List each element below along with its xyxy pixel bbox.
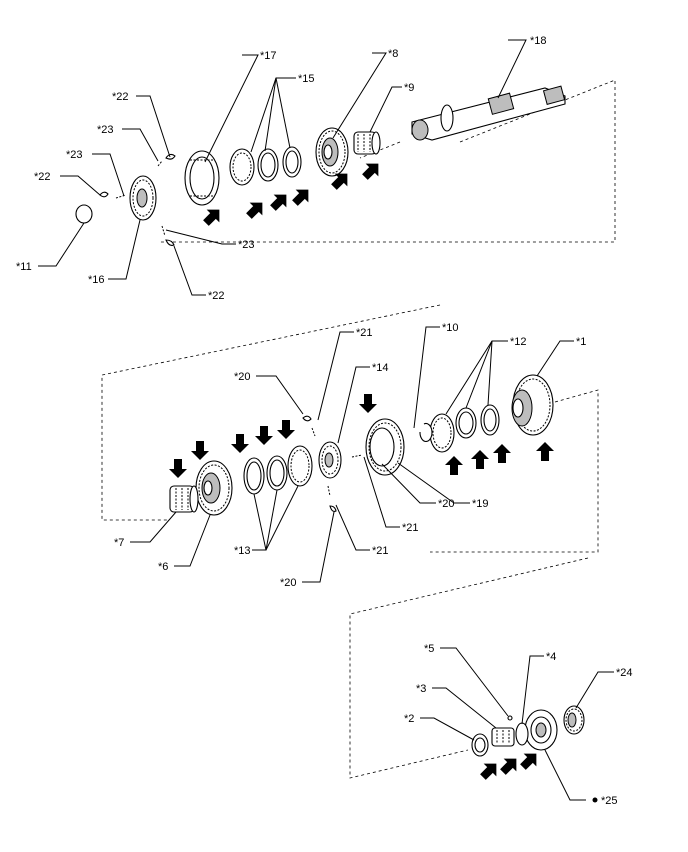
label-25: *25 [601,795,618,807]
shifting-keys-springs-middle [302,415,363,512]
ball-5 [507,715,513,721]
shaft-center-dash [359,141,401,159]
label-6: *6 [158,561,168,573]
middle-assembly-section [101,304,599,583]
snap-ring-11 [75,204,93,224]
washer-2 [471,733,489,757]
label-16: *16 [88,274,105,286]
top-panel-outline [160,79,616,243]
output-shaft [411,85,566,141]
label-18: *18 [530,35,547,47]
label-12: *12 [510,336,527,348]
label-23-a: *23 [97,124,114,136]
synchronizer-rings-12 [429,404,500,453]
gear-1 [511,374,554,436]
non-reusable-part-bullet-icon [592,797,598,803]
top-leader-lines [38,39,527,296]
label-4: *4 [546,651,556,663]
middle-panel-outline-right [430,389,599,553]
middle-leader-lines [130,326,574,583]
label-7: *7 [114,537,124,549]
synchronizer-rings-13 [243,445,313,495]
label-22-c: *22 [208,290,225,302]
label-17: *17 [260,50,277,62]
shifting-keys-springs [99,153,176,246]
grease-arrows-bottom [476,747,543,784]
clutch-hub-16 [129,175,157,221]
needle-bearing-9 [353,131,381,155]
synchronizer-rings-15 [229,146,302,186]
label-22-a: *22 [112,91,129,103]
label-9: *9 [404,82,414,94]
bottom-assembly-section [349,557,614,803]
label-24: *24 [616,667,633,679]
label-20-b: *20 [438,498,455,510]
label-2: *2 [404,713,414,725]
gear-6 [195,460,233,516]
clutch-hub-14 [318,441,342,479]
needle-bearing-3 [491,727,515,747]
gear-8 [315,127,349,177]
label-15: *15 [298,73,315,85]
snap-ring-10 [419,422,433,443]
label-23-b: *23 [66,149,83,161]
label-8: *8 [388,48,398,60]
label-20-a: *20 [234,371,251,383]
label-21-a: *21 [356,327,373,339]
label-19: *19 [472,498,489,510]
label-1: *1 [576,336,586,348]
top-assembly-section [38,39,616,296]
label-3: *3 [416,683,426,695]
label-13: *13 [234,545,251,557]
label-21-b: *21 [402,522,419,534]
label-21-c: *21 [372,545,389,557]
middle-panel-outline-left [101,304,441,521]
hub-sleeve-17 [184,150,220,206]
label-14: *14 [372,362,389,374]
part-labels: *18 *17 *15 *8 *9 *22 *23 *23 *22 *11 *1… [16,35,633,807]
label-10: *10 [442,322,459,334]
label-5: *5 [424,643,434,655]
needle-bearing-7 [169,485,199,513]
bottom-panel-outline [349,557,589,779]
label-23-c: *23 [238,239,255,251]
bottom-leader-lines [420,647,614,801]
label-11: *11 [16,261,32,273]
bearing-25 [524,709,558,751]
bearing-24 [563,705,585,735]
label-20-c: *20 [280,577,297,589]
label-22-b: *22 [34,171,51,183]
ring-4 [515,722,529,746]
hub-sleeve-19 [365,418,405,476]
grease-arrows-middle [169,394,554,478]
